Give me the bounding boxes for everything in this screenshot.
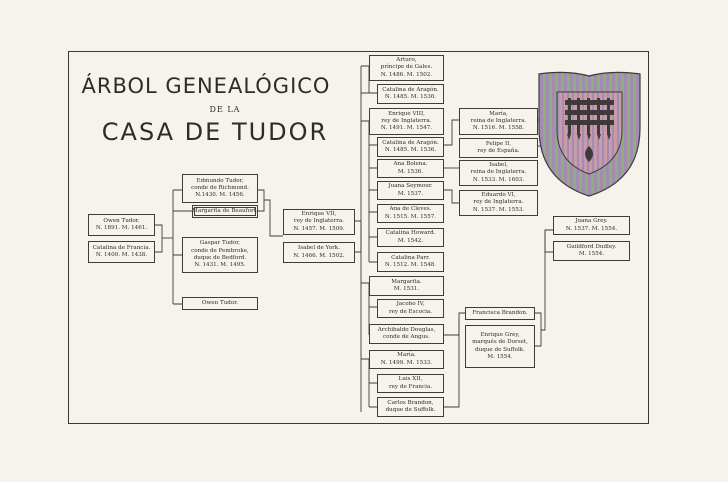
node-carlos-brandon: Carlos Brandon,duque de Suffolk. xyxy=(377,397,444,417)
node-guildford-dudley: Guildford Dudley.M. 1554. xyxy=(553,241,630,261)
node-owen-tudor-junior: Owen Tudor. xyxy=(182,297,258,310)
node-catalina-howard: Catalina Howard.M. 1542. xyxy=(377,228,444,247)
chart-title-house: CASA DE TUDOR xyxy=(101,118,329,146)
node-enrique-viii: Enrique VIII,rey de Inglaterra.N. 1491. … xyxy=(369,108,444,135)
node-maria-hija: María.N. 1499. M. 1533. xyxy=(369,350,444,369)
node-edmundo-tudor: Edmundo Tudor,conde de Richmond.N.1430. … xyxy=(182,174,258,203)
node-enrique-grey: Enrique Grey,marqués de Dorset,duque de … xyxy=(465,325,535,368)
node-margarita-de-beaufort: Margarita de Beaufort. xyxy=(192,205,258,218)
node-gaspar-tudor: Gaspar Tudor,conde de Pembroke,duque de … xyxy=(182,237,258,273)
node-arturo: Arturo,príncipe de Gales.N. 1486. M. 150… xyxy=(369,55,444,81)
node-margarita: Margarita.M. 1531. xyxy=(369,276,444,296)
node-eduardo-vi: Eduardo VI,rey de Inglaterra.N. 1537. M.… xyxy=(459,190,538,216)
tudor-shield-icon xyxy=(538,71,641,197)
node-ana-de-cleves: Ana de Cleves.N. 1515. M. 1557. xyxy=(377,204,444,223)
node-juana-seymour: Juana Seymour.M. 1537. xyxy=(377,181,444,200)
node-ana-bolena: Ana Bolena.M. 1536. xyxy=(377,159,444,178)
node-juana-grey: Juana Grey.N. 1537. M. 1554. xyxy=(553,216,630,235)
node-isabel-de-york: Isabel de York.N. 1466. M. 1502. xyxy=(283,242,355,263)
node-catalina-parr: Catalina Parr.N. 1512. M. 1548. xyxy=(377,252,444,272)
node-maria-reina: María,reina de Inglaterra.N. 1516. M. 15… xyxy=(459,108,538,135)
node-felipe-ii: Felipe II,rey de España. xyxy=(459,138,538,158)
node-owen-tudor-senior: Owen Tudor.N. 1891. M. 1461. xyxy=(88,214,155,236)
node-catalina-de-aragon-2: Catalina de Aragón.N. 1485. M. 1536. xyxy=(377,137,444,157)
page-frame xyxy=(68,51,649,424)
node-luis-xii: Luis XII,rey de Francia. xyxy=(377,374,444,393)
node-francisca-brandon: Francisca Brandon. xyxy=(465,307,535,320)
chart-title-main: ÁRBOL GENEALÓGICO xyxy=(81,74,331,98)
line-edmundo-margarita xyxy=(258,189,265,212)
line-owen-catalina xyxy=(155,224,163,253)
chart-title-connector: DE LA xyxy=(209,105,241,114)
node-enrique-vii: Enrique VII,rey de Inglaterra.N. 1457. M… xyxy=(283,209,355,235)
node-jacobo-iv: Jacobo IV,rey de Escocia. xyxy=(377,299,444,318)
node-catalina-de-francia: Catalina de Francia.N. 1400. M. 1438. xyxy=(88,241,155,263)
node-catalina-de-aragon-1: Catalina de Aragón.N. 1485. M. 1536. xyxy=(377,84,444,104)
line-enrique-isabel xyxy=(355,220,362,253)
node-isabel-reina: Isabel,reina de Inglaterra.N. 1533. M. 1… xyxy=(459,160,538,186)
node-archibaldo-douglas: Archibaldo Douglas,conde de Angus. xyxy=(369,324,444,344)
